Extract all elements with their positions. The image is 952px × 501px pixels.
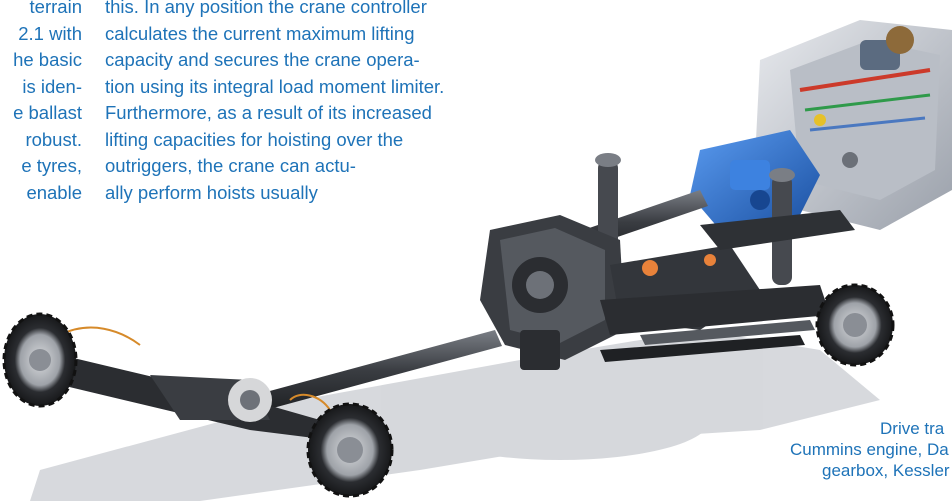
text-line: this. In any position the crane controll…: [105, 0, 427, 17]
text-line: lifting capacities for hoisting over the: [105, 128, 404, 150]
text-line: outriggers, the crane can actu-: [105, 155, 356, 176]
caption-line: gearbox, Kessler ax: [822, 461, 952, 480]
front-wheel-right: [815, 283, 895, 367]
text-line: he basic: [13, 49, 82, 70]
text-line: terrain: [29, 0, 82, 17]
prop-shaft-rear: [255, 330, 502, 411]
left-text-column: terrain 2.1 with he basic is iden- e bal…: [13, 0, 82, 206]
text-line: is iden-: [22, 75, 82, 97]
rear-wheel-left: [2, 312, 78, 408]
text-line: tion using its integral load moment limi…: [105, 75, 445, 97]
text-line: 2.1 with: [18, 22, 82, 44]
text-line: enable: [26, 181, 82, 203]
ground-shadow: [30, 330, 880, 501]
text-line: e ballast: [13, 102, 82, 123]
text-line: Furthermore, as a result of its increase…: [105, 102, 432, 123]
text-line: e tyres,: [21, 155, 82, 176]
rear-axle: [40, 326, 331, 440]
text-line: calculates the current maximum lifting: [105, 22, 415, 44]
caption-line: Cummins engine, Da: [790, 440, 949, 459]
rear-wheel-right: [306, 402, 394, 498]
text-line: robust.: [25, 128, 82, 150]
caption-line: Drive tra: [880, 419, 945, 438]
middle-text-column: this. In any position the crane controll…: [105, 0, 535, 206]
front-axle: [600, 285, 830, 362]
transfer-gearbox: [480, 215, 625, 370]
text-line: capacity and secures the crane opera-: [105, 49, 420, 70]
text-line: ally perform hoists usually: [105, 181, 318, 203]
